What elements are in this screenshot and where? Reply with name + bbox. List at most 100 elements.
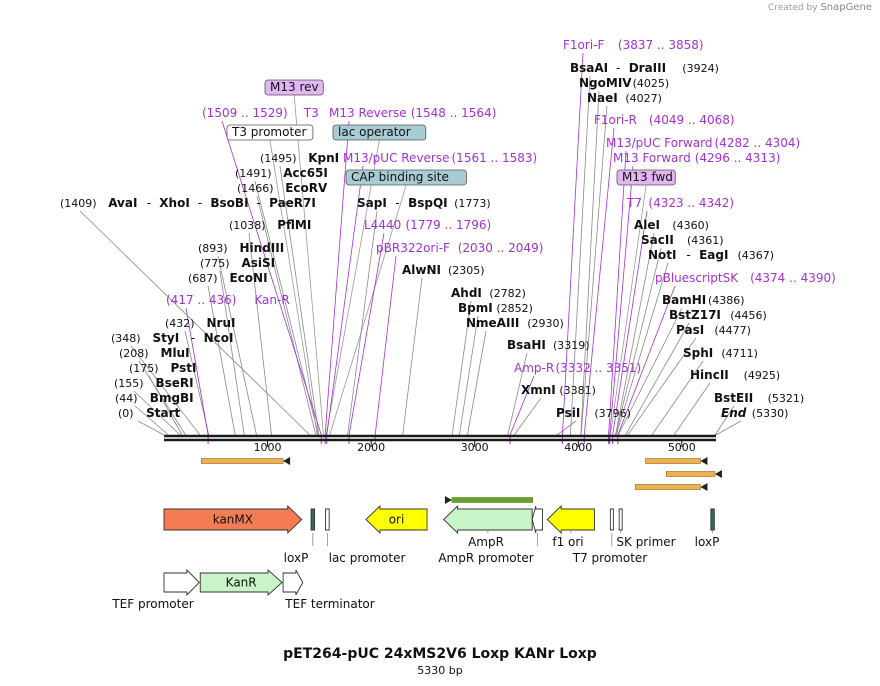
t3-promoter-label[interactable]: T3 promoter	[226, 124, 314, 141]
lac-operator-label[interactable]: lac operator	[332, 124, 427, 141]
m13-puc-reverse-1561-1583-label[interactable]: M13/pUC Reverse(1561 .. 1583)	[343, 151, 537, 165]
m13-forward-4296-4313-label[interactable]: M13 Forward(4296 .. 4313)	[613, 151, 780, 165]
nmeaiii-label[interactable]: NmeAIII(2930)	[466, 316, 564, 330]
pbluescriptsk-4374-4390-label[interactable]: pBluescriptSK(4374 .. 4390)	[655, 271, 836, 285]
asisi-label[interactable]: (775)AsiSI	[200, 256, 275, 270]
bsahi-label[interactable]: BsaHI(3319)	[507, 338, 590, 352]
orf-0[interactable]	[200, 458, 284, 464]
bsaai-draiii-label[interactable]: BsaAI-DraIII(3924)	[570, 61, 719, 75]
bstz17i-label[interactable]: BstZ17I(4456)	[669, 308, 767, 322]
417-436-kan-r-label[interactable]: (417 .. 436)Kan-R	[166, 293, 290, 307]
psti-label[interactable]: (175)PstI	[129, 361, 196, 375]
ngomiv-label[interactable]: NgoMIV(4025)	[579, 76, 669, 90]
xmni-label[interactable]: XmnI(3381)	[521, 383, 596, 397]
pflmi-label[interactable]: (1038)PflMI	[229, 218, 311, 232]
pbr322ori-f-2030-2049-label[interactable]: pBR322ori-F(2030 .. 2049)	[376, 241, 543, 255]
amp-r-3332-3351-label[interactable]: Amp-R(3332 .. 3351)	[514, 361, 641, 375]
orf-3[interactable]	[665, 471, 716, 477]
position-noti-eagi-3: (4367)	[738, 249, 775, 262]
end-label[interactable]: End(5330)	[721, 406, 788, 420]
orf-arrows	[200, 457, 722, 504]
styi-ncoi-label[interactable]: (348)StyI-NcoI	[111, 331, 233, 345]
t7-4323-4342-label[interactable]: T7(4323 .. 4342)	[626, 196, 734, 210]
kpni-connector	[279, 165, 320, 436]
feature-ampr-promoter[interactable]	[531, 505, 543, 534]
feature-ampr[interactable]	[442, 504, 533, 535]
name-pbluescriptsk-4374-4390-1: (4374 .. 4390)	[750, 271, 836, 285]
m13-fwd-label[interactable]: M13 fwd	[616, 169, 676, 186]
t3-promoter-connector	[269, 139, 318, 436]
ruler-label-3000: 3000	[461, 441, 489, 454]
m13-puc-reverse-1561-1583-connector	[326, 165, 364, 436]
name-f1ori-f-3837-3858-0: F1ori-F	[563, 38, 604, 52]
separator-bsaai-draiii-1: -	[616, 61, 620, 75]
feature-ori[interactable]: ori	[365, 504, 428, 535]
bmgbi-label[interactable]: (44)BmgBI	[115, 391, 194, 405]
orf-2[interactable]	[645, 458, 701, 464]
feature-tef-promoter[interactable]	[163, 568, 200, 597]
m13-rev-text: M13 rev	[270, 80, 319, 94]
hincii-label[interactable]: HincII(4925)	[690, 368, 780, 382]
psii-label[interactable]: PsiI(3796)	[556, 406, 631, 420]
ampr-arrow	[442, 504, 533, 535]
bpmi-label[interactable]: BpmI(2852)	[458, 301, 533, 315]
acc65i-label[interactable]: (1491)Acc65I	[235, 166, 328, 180]
1509-1529-t3-label[interactable]: (1509 .. 1529)T3	[202, 106, 319, 120]
separator-noti-eagi-1: -	[686, 248, 690, 262]
separator-avai-xhoi-bsobi-paer7i-4: -	[198, 196, 202, 210]
name-styi-ncoi-1: StyI	[153, 331, 180, 345]
econi-label[interactable]: (687)EcoNI	[188, 271, 268, 285]
position-bmgbi-0: (44)	[115, 392, 138, 405]
feature-lac-promoter[interactable]	[325, 508, 330, 531]
bamhi-label[interactable]: BamHI(4386)	[662, 293, 745, 307]
alwni-label[interactable]: AlwNI(2305)	[402, 263, 485, 277]
noti-eagi-label[interactable]: NotI-EagI(4367)	[648, 248, 774, 262]
start-label[interactable]: (0)Start	[118, 406, 180, 420]
name-styi-ncoi-3: NcoI	[204, 331, 234, 345]
site-labels: (0)Start(44)BmgBI(155)BseRI(175)PstI(208…	[60, 38, 836, 420]
feature-t7-promoter[interactable]	[609, 508, 614, 531]
m13-puc-forward-4282-4304-label[interactable]: M13/pUC Forward(4282 .. 4304)	[606, 136, 800, 150]
feature-loxp[interactable]	[310, 508, 316, 531]
pasi-label[interactable]: PasI(4477)	[676, 323, 751, 337]
avai-xhoi-bsobi-paer7i-label[interactable]: (1409)AvaI-XhoI-BsoBI-PaeR7I	[60, 196, 316, 210]
feature-sk-primer[interactable]	[618, 508, 623, 531]
ahdi-label[interactable]: AhdI(2782)	[451, 286, 526, 300]
name-xmni-0: XmnI	[521, 383, 556, 397]
name-psii-0: PsiI	[556, 406, 580, 420]
hindiii-label[interactable]: (893)HindIII	[198, 241, 284, 255]
m13-reverse-1548-1564-label[interactable]: M13 Reverse(1548 .. 1564)	[329, 106, 496, 120]
mlui-label[interactable]: (208)MluI	[119, 346, 190, 360]
orf-1[interactable]	[451, 497, 533, 503]
bseri-label[interactable]: (155)BseRI	[114, 376, 194, 390]
feature-tef-terminator[interactable]	[282, 569, 304, 596]
sacii-label[interactable]: SacII(4361)	[641, 233, 724, 247]
cap-binding-site-label[interactable]: CAP binding site	[345, 169, 467, 186]
feature-kanr[interactable]: KanR	[199, 568, 283, 597]
position-styi-ncoi-0: (348)	[111, 332, 141, 345]
feature-kanmx[interactable]: kanMX	[163, 504, 303, 535]
name-f1ori-f-3837-3858-1: (3837 .. 3858)	[618, 38, 704, 52]
name-l4440-1779-1796-1: (1779 .. 1796)	[406, 218, 492, 232]
ecorv-label[interactable]: (1466)EcoRV	[237, 181, 328, 195]
bsteii-label[interactable]: BstEII(5321)	[714, 391, 804, 405]
f1ori-r-4049-4068-label[interactable]: F1ori-R(4049 .. 4068)	[594, 113, 735, 127]
feature-f1-ori[interactable]	[546, 504, 595, 535]
snapgene-branding: Created by SnapGene	[768, 2, 872, 13]
naei-label[interactable]: NaeI(4027)	[587, 91, 662, 105]
m13-rev-label[interactable]: M13 rev	[264, 79, 324, 96]
sphi-label[interactable]: SphI(4711)	[683, 346, 758, 360]
alei-label[interactable]: AleI(4360)	[634, 218, 709, 232]
position-psti-0: (175)	[129, 362, 159, 375]
nrui-label[interactable]: (432)NruI	[165, 316, 235, 330]
l4440-1779-1796-label[interactable]: L4440(1779 .. 1796)	[364, 218, 491, 232]
feature-loxp2[interactable]	[710, 508, 715, 531]
name-sapi-bspqi-2: BspQI	[408, 196, 448, 210]
kpni-label[interactable]: (1495)KpnI	[260, 151, 339, 165]
econi-connector	[207, 285, 236, 436]
f1ori-f-3837-3858-label[interactable]: F1ori-F (3837 .. 3858)	[563, 38, 704, 52]
name-noti-eagi-2: EagI	[699, 248, 728, 262]
orf-4[interactable]	[634, 484, 701, 490]
bmgbi-connector	[134, 405, 169, 436]
sapi-bspqi-label[interactable]: SapI-BspQI(1773)	[357, 196, 491, 210]
